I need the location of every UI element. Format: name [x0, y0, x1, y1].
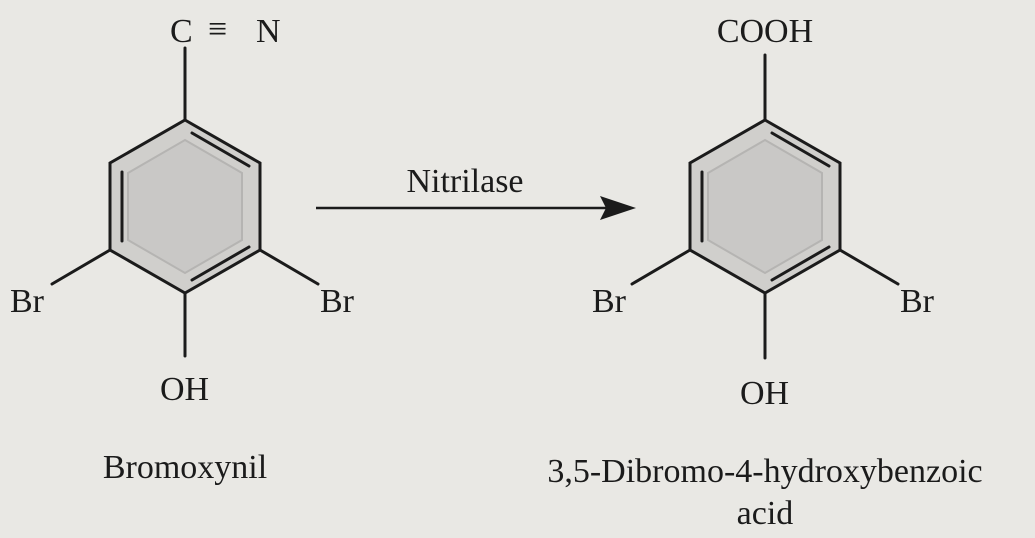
product-oh: OH: [740, 375, 789, 412]
product-ring-inner: [707, 138, 823, 275]
product-double-bond-upper-right: [770, 131, 831, 168]
reactant-bond-to-br-left: [50, 248, 112, 286]
reactant-br-left: Br: [10, 283, 45, 320]
reactant-carbon-label: C: [170, 13, 193, 50]
reactant-double-bond-lower-right: [190, 245, 251, 282]
reactant-nitrogen-label: N: [256, 13, 281, 50]
product-bond-to-br-right: [838, 248, 900, 286]
product-molecule: COOH Br Br OH 3,5-Dibromo-4-hydroxybenzo…: [547, 13, 982, 532]
reactant-double-bond-upper-right: [190, 131, 251, 168]
product-br-left: Br: [592, 283, 627, 320]
product-bond-to-br-left: [630, 248, 692, 286]
reaction-arrow: Nitrilase: [316, 163, 636, 220]
reactant-bond-to-br-right: [258, 248, 320, 286]
reactant-br-right: Br: [320, 283, 355, 320]
product-name-line1: 3,5-Dibromo-4-hydroxybenzoic: [547, 453, 982, 490]
arrow-head: [600, 196, 636, 220]
reactant-molecule: C ≡ N Br Br OH Bromoxynil: [10, 11, 355, 486]
reactant-oh: OH: [160, 371, 209, 408]
product-br-right: Br: [900, 283, 935, 320]
reactant-name: Bromoxynil: [103, 449, 267, 486]
product-cooh: COOH: [717, 13, 813, 50]
product-name-line2: acid: [737, 495, 794, 532]
reagent-label: Nitrilase: [406, 163, 523, 200]
product-double-bond-lower-right: [770, 245, 831, 282]
reactant-triple-bond: ≡: [208, 11, 227, 48]
reactant-ring-inner: [127, 138, 243, 275]
